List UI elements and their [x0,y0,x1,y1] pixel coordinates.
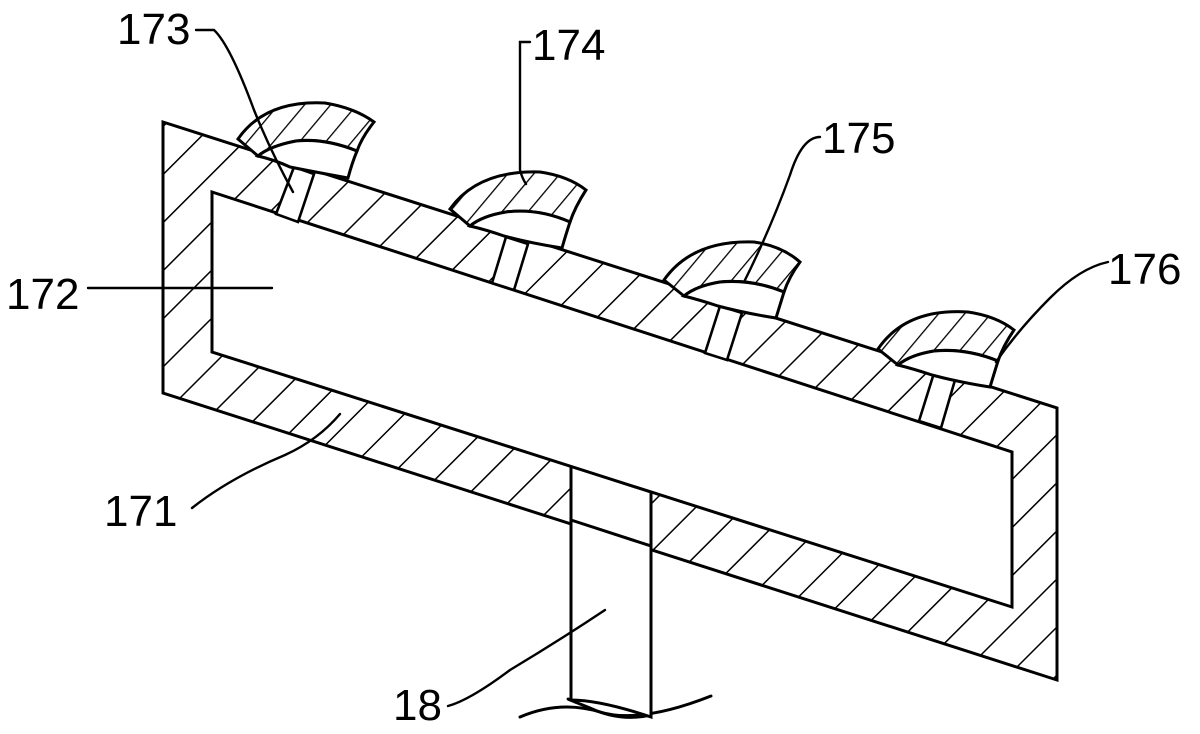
leader-18 [446,608,607,708]
nozzle-head-4 [875,310,1017,389]
leader-171 [190,412,342,510]
label-176: 176 [1108,245,1181,294]
label-174: 174 [532,21,605,70]
leader-175 [742,135,822,284]
nozzle-head-3-cup [680,279,786,320]
label-18: 18 [393,681,442,730]
label-172: 172 [6,270,79,319]
nozzle-head-2-cup [466,209,572,250]
cavity-inner [210,189,1014,610]
label-171: 171 [104,487,177,536]
nozzle-head-3 [661,240,803,320]
leader-174 [518,40,532,186]
labels: 173 174 175 176 172 171 18 [6,5,1181,730]
nozzle-head-1-cup [254,139,359,180]
nozzle-head-1 [235,101,377,180]
leader-173 [194,28,295,194]
leader-176 [994,260,1110,364]
label-175: 175 [822,114,895,163]
cavity-172 [210,189,1014,610]
nozzle-head-4-cup [894,348,1000,389]
label-173: 173 [117,5,190,54]
nozzle-head-2 [447,170,589,250]
rod-break-line [518,694,713,719]
rod-lower-section [569,517,653,720]
leader-lines [86,28,1110,708]
